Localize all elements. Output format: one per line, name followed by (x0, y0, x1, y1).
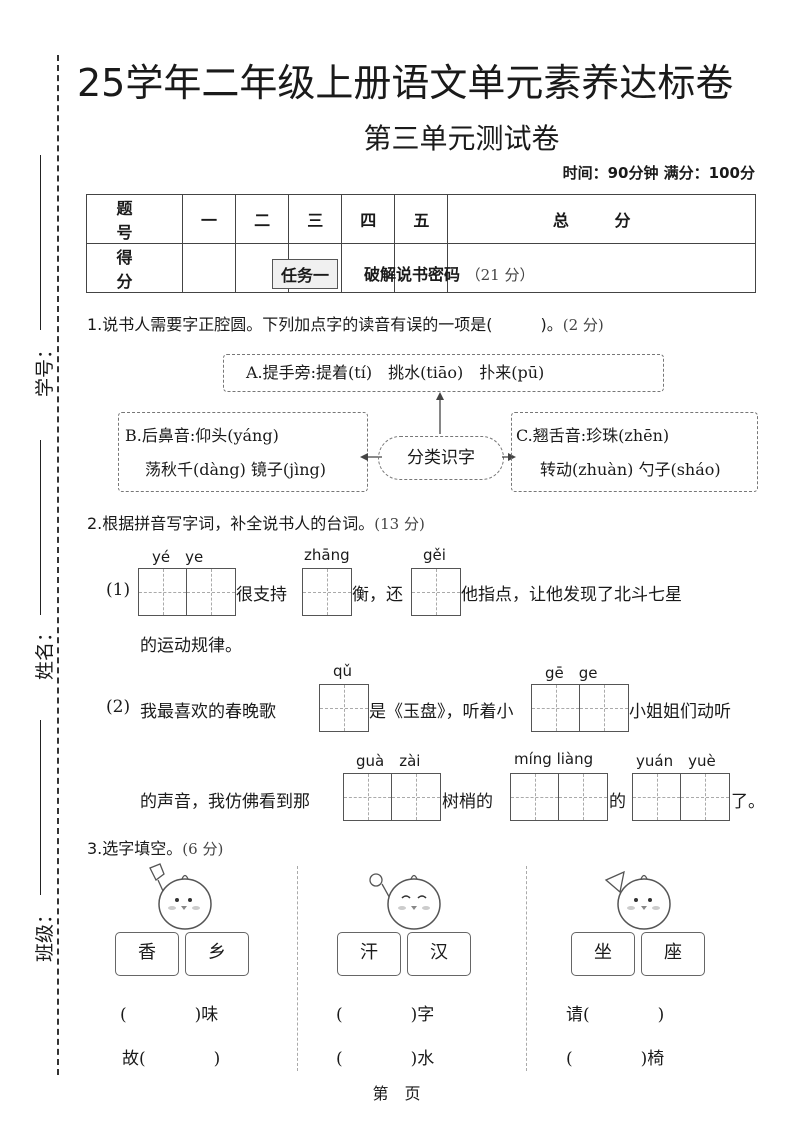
student-number-blank (40, 155, 41, 330)
item-number: (2) (106, 697, 131, 717)
option-b-line-1: B.后鼻音:仰头(yáng) (125, 426, 279, 445)
chick-icon (604, 870, 671, 930)
table-cell: 一 (181, 194, 237, 244)
fill-blank[interactable]: ( )椅 (566, 1049, 665, 1069)
fill-blank[interactable]: 故( ) (122, 1049, 221, 1069)
name-blank (40, 440, 41, 615)
fill-blank[interactable]: ( )味 (120, 1005, 219, 1025)
arrow-up-icon (436, 392, 444, 434)
char-option: 汉 (407, 932, 471, 976)
pinyin: yuán yuè (636, 752, 716, 770)
score-cell[interactable] (181, 243, 237, 293)
writing-grid[interactable] (319, 684, 369, 732)
page-number: 第 页 (372, 1084, 421, 1103)
class-label: 班级： (34, 904, 57, 963)
option-c-box: C.翘舌音:珍珠(zhēn) 转动(zhuàn) 勺子(sháo) (511, 412, 758, 492)
column-divider (526, 866, 527, 1071)
pinyin: gē ge (545, 664, 598, 682)
sentence-text: 的 (609, 792, 626, 812)
question-points: (2 分) (562, 316, 604, 334)
chick-icon (149, 863, 212, 930)
writing-grid[interactable] (510, 773, 608, 821)
page-title: 25学年二年级上册语文单元素养达标卷 (77, 61, 734, 105)
sentence-text: 的运动规律。 (140, 636, 242, 656)
column-divider (297, 866, 298, 1071)
option-a-box: A.提手旁:提着(tí) 挑水(tiāo) 扑来(pū) (223, 354, 664, 392)
table-cell: 二 (235, 194, 290, 244)
item-number: (1) (106, 580, 131, 600)
task-label: 任务一 (272, 259, 339, 289)
page-subtitle: 第三单元测试卷 (363, 122, 560, 155)
char-option: 乡 (185, 932, 249, 976)
task-title-text: 破解说书密码 (364, 265, 461, 284)
pinyin: guà zài (356, 752, 421, 770)
option-c-line-1: C.翘舌音:珍珠(zhēn) (516, 426, 670, 445)
sentence-text: 树梢的 (442, 792, 493, 812)
option-b-box: B.后鼻音:仰头(yáng) 荡秋千(dàng) 镜子(jìng) (118, 412, 368, 492)
table-cell: 三 (288, 194, 343, 244)
sentence-text: 小姐姐们动听 (629, 702, 731, 722)
classify-center-label: 分类识字 (378, 436, 504, 480)
option-b-line-2: 荡秋千(dàng) 镜子(jìng) (145, 460, 327, 479)
option-a-text: A.提手旁:提着(tí) 挑水(tiāo) 扑来(pū) (246, 363, 545, 382)
task-score: （21 分） (465, 266, 535, 284)
question-2-stem: 2.根据拼音写字词，补全说书人的台词。(13 分) (87, 510, 425, 534)
fill-blank[interactable]: ( )字 (336, 1005, 435, 1025)
arrow-right-icon (502, 453, 516, 461)
name-label: 姓名： (34, 622, 57, 681)
question-1-stem: 1.说书人需要字正腔圆。下列加点字的读音有误的一项是( )。(2 分) (87, 311, 604, 335)
sentence-text: 我最喜欢的春晚歌 (140, 702, 276, 722)
fill-blank[interactable]: ( )水 (336, 1049, 435, 1069)
sentence-text: 他指点，让他发现了北斗七星 (461, 585, 682, 605)
sentence-text: 了。 (731, 792, 765, 812)
sentence-text: 是《玉盘》，听着小 (369, 702, 514, 722)
score-table: 题 号 一 二 三 四 五 总 分 得 分 (86, 194, 756, 293)
chick-icon (369, 873, 441, 930)
fill-blank[interactable]: 请( ) (566, 1005, 665, 1025)
writing-grid[interactable] (302, 568, 352, 616)
score-cell[interactable] (447, 243, 756, 293)
writing-grid[interactable] (138, 568, 236, 616)
score-cell[interactable] (394, 243, 449, 293)
table-cell: 四 (341, 194, 396, 244)
question-3-stem: 3.选字填空。(6 分) (87, 835, 223, 859)
char-option: 香 (115, 932, 179, 976)
question-points: (13 分) (374, 515, 425, 533)
option-c-line-2: 转动(zhuàn) 勺子(sháo) (540, 460, 721, 479)
sentence-text: 的声音，我仿佛看到那 (140, 792, 310, 812)
char-option: 坐 (571, 932, 635, 976)
table-cell: 总 分 (447, 194, 756, 244)
student-number-label: 学号： (34, 339, 57, 398)
score-table-score-row: 得 分 (86, 243, 756, 293)
pinyin: qǔ (333, 662, 353, 680)
sentence-text: 衡，还 (352, 585, 403, 605)
question-text: 2.根据拼音写字词，补全说书人的台词。 (87, 514, 375, 533)
table-cell: 题 号 (86, 194, 183, 244)
writing-grid[interactable] (632, 773, 730, 821)
question-text: 3.选字填空。 (87, 839, 183, 858)
char-option: 座 (641, 932, 705, 976)
sentence-text: 很支持 (236, 585, 287, 605)
score-table-header-row: 题 号 一 二 三 四 五 总 分 (86, 194, 756, 244)
pinyin: yé ye (152, 548, 204, 566)
pinyin: gěi (423, 546, 446, 564)
binding-dashed-line (57, 55, 59, 1075)
writing-grid[interactable] (343, 773, 441, 821)
pinyin: míng liàng (514, 750, 594, 768)
table-cell: 得 分 (86, 243, 183, 293)
writing-grid[interactable] (411, 568, 461, 616)
class-blank (40, 720, 41, 895)
question-points: (6 分) (182, 840, 224, 858)
char-option: 汗 (337, 932, 401, 976)
question-text: 1.说书人需要字正腔圆。下列加点字的读音有误的一项是( )。 (87, 315, 563, 334)
time-info: 时间：90分钟 满分：100分 (562, 164, 755, 182)
task-title: 破解说书密码 （21 分） (364, 261, 534, 285)
table-cell: 五 (394, 194, 449, 244)
writing-grid[interactable] (531, 684, 629, 732)
pinyin: zhāng (304, 546, 350, 564)
